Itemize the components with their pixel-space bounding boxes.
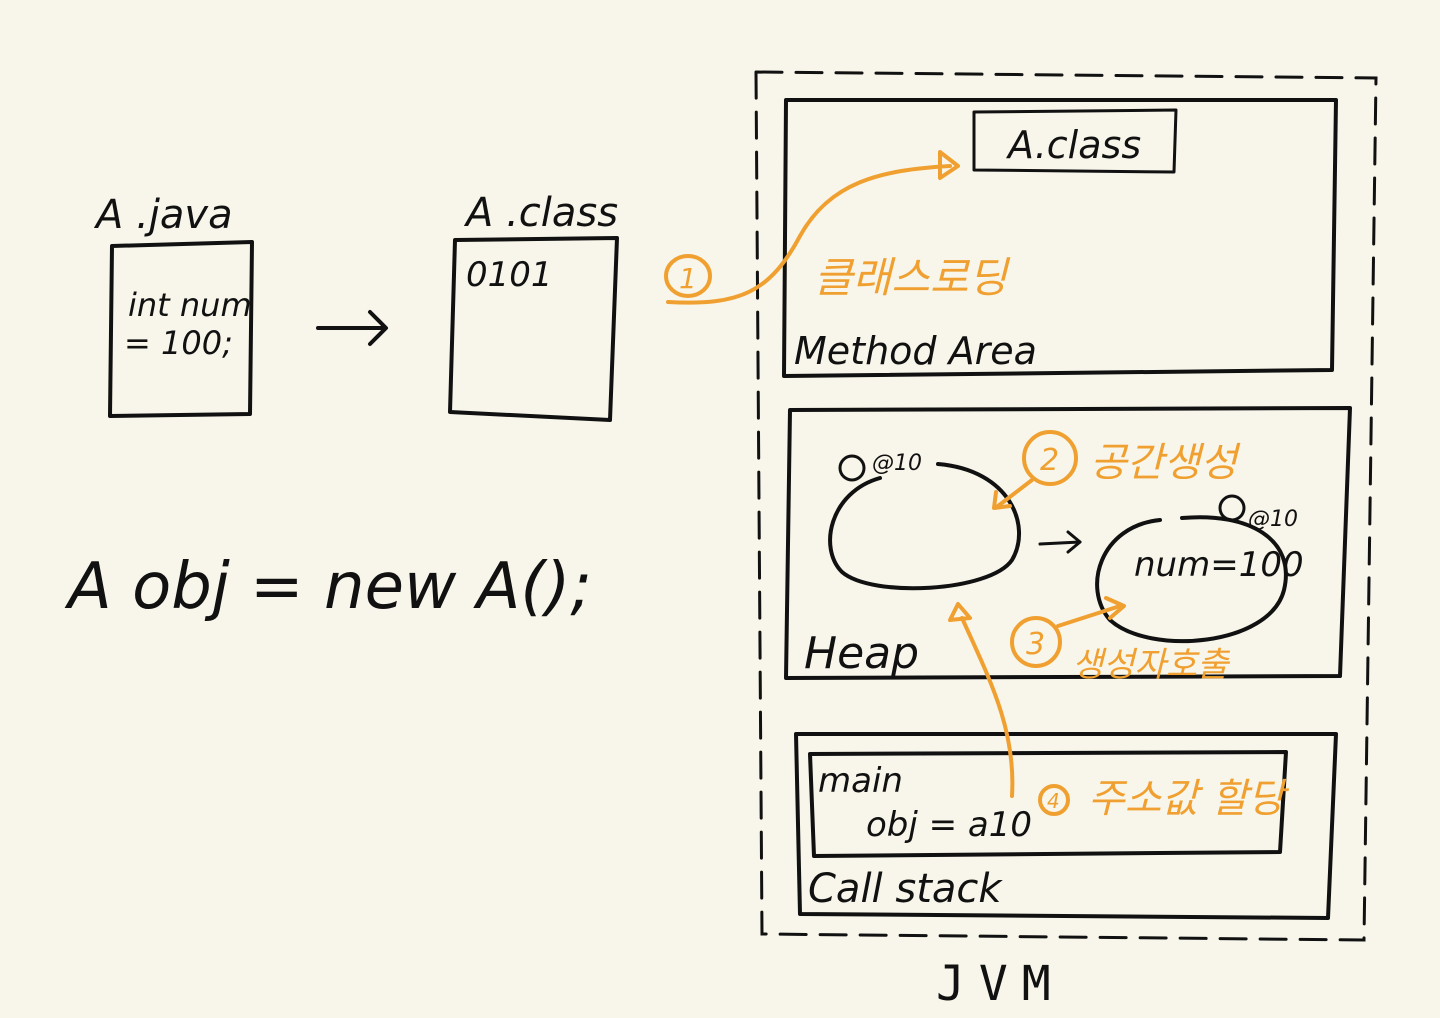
step-1-arrow — [666, 164, 952, 305]
step-2-circle — [1022, 430, 1078, 486]
step-3-text: 생성자호출 — [1072, 645, 1231, 685]
heap: @10 @10 num=100 Heap — [784, 406, 1352, 680]
method-area: A.class Method Area — [782, 98, 1338, 378]
step-2-text: 공간생성 — [1090, 440, 1241, 486]
jvm-label: JVM — [936, 956, 1065, 1012]
step-4-arrow — [960, 616, 1015, 798]
call-stack: main obj = a10 Call stack — [794, 732, 1338, 920]
step-1-text: 클래스로딩 — [814, 253, 1011, 302]
heap-object-empty — [828, 462, 1021, 591]
heap-object-initialized — [1095, 515, 1288, 644]
heap-address-left: @10 — [872, 451, 922, 476]
call-stack-box — [794, 732, 1338, 920]
step-3-circle — [1010, 616, 1062, 668]
method-area-label: Method Area — [794, 329, 1037, 373]
stack-frame-box — [808, 750, 1288, 858]
step-4: 4 주소값 할당 — [948, 602, 1290, 822]
step-3-arrow — [1056, 604, 1122, 628]
method-area-box — [782, 98, 1338, 378]
step-4-text: 주소값 할당 — [1088, 776, 1290, 822]
compile-arrow-head — [368, 310, 388, 346]
step-4-circle — [1038, 784, 1070, 816]
heap-object-field: num=100 — [1134, 545, 1304, 585]
class-file-label: A .class — [463, 190, 618, 236]
stack-frame-name: main — [818, 761, 903, 801]
step-3-number: 3 — [1026, 627, 1045, 662]
jvm-boundary — [754, 70, 1378, 942]
step-2: 2 공간생성 — [992, 430, 1241, 510]
heap-address-right: @10 — [1248, 507, 1298, 532]
statement-text: A obj = new A(); — [64, 550, 592, 624]
compile-arrow — [316, 310, 388, 346]
class-file-box — [448, 236, 619, 422]
step-2-arrow-head — [992, 490, 1012, 510]
method-area-class-box — [972, 108, 1178, 174]
step-2-arrow — [996, 478, 1034, 508]
heap-address-right-mark — [1218, 494, 1246, 522]
step-1: 1 클래스로딩 — [664, 150, 1011, 305]
heap-label: Heap — [804, 628, 919, 679]
heap-transition-arrow — [1038, 540, 1082, 546]
class-file-content: 0101 — [466, 255, 553, 295]
step-1-arrow-head — [938, 150, 960, 180]
heap-box — [784, 406, 1352, 680]
source-file-label: A .java — [93, 192, 233, 238]
class-file-group: A .class 0101 — [448, 190, 619, 422]
call-stack-label: Call stack — [808, 866, 1003, 912]
stack-frame-var: obj = a10 — [866, 805, 1032, 845]
step-3: 3 생성자호출 — [1010, 596, 1231, 685]
heap-transition-arrow-head — [1066, 530, 1082, 554]
step-4-arrow-head — [948, 602, 972, 622]
source-code-line2: = 100; — [124, 324, 233, 362]
step-1-number: 1 — [679, 262, 697, 295]
source-code-line1: int num — [128, 286, 252, 324]
step-3-arrow-head — [1104, 596, 1126, 620]
source-file-group: A .java int num = 100; — [93, 192, 254, 418]
step-4-number: 4 — [1047, 789, 1060, 813]
heap-address-left-mark — [838, 454, 866, 482]
step-1-circle — [664, 254, 712, 298]
source-file-box — [108, 240, 254, 418]
method-area-class-label: A.class — [1005, 123, 1141, 167]
step-2-number: 2 — [1040, 443, 1059, 478]
